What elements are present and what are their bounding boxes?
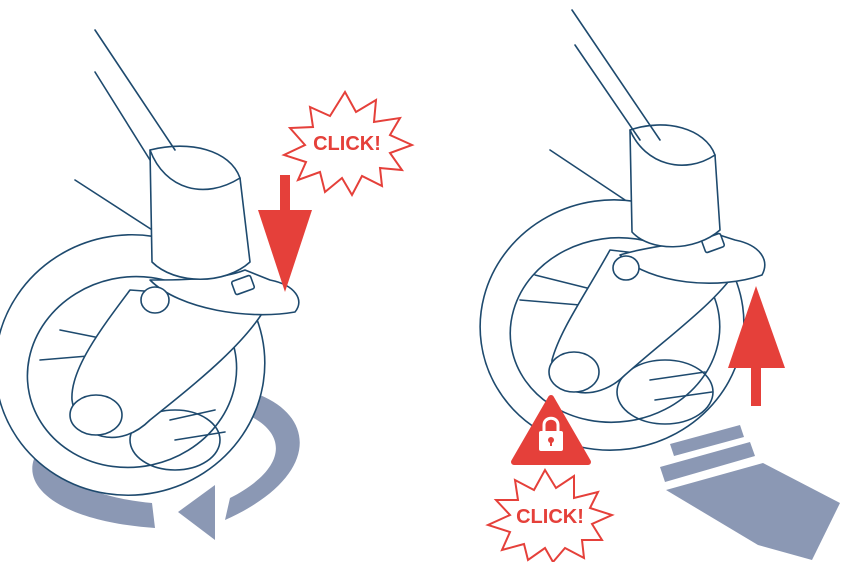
click-label-right: CLICK! [516, 506, 584, 528]
right-panel-caster-unlocking: CLICK! [464, 10, 840, 562]
click-label: CLICK! [313, 133, 381, 155]
click-burst-right: CLICK! [488, 470, 612, 562]
click-burst-left: CLICK! [284, 92, 412, 195]
left-panel-caster-locking: CLICK! [0, 30, 412, 540]
direction-arrow [660, 425, 840, 560]
stem-socket [150, 146, 250, 279]
press-down-arrow [258, 175, 312, 292]
stem-socket-right [630, 125, 720, 247]
